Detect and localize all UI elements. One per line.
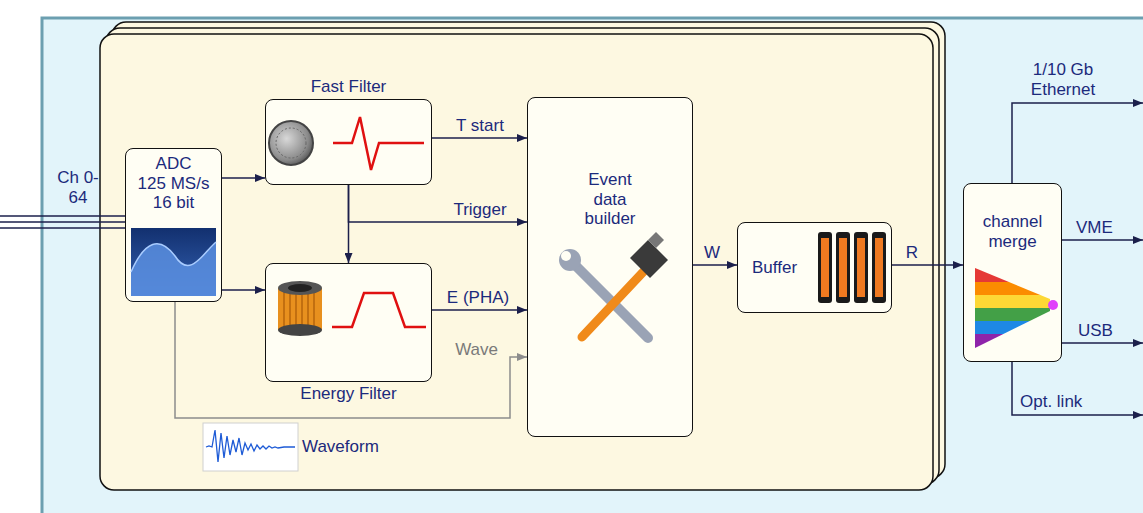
text-label: 1/10 Gb Ethernet [1022, 60, 1104, 99]
connector-arrow [349, 185, 528, 222]
stacked-card [106, 28, 939, 484]
text-label: Ch 0-64 [56, 168, 100, 207]
box-text: Buffer [752, 258, 797, 278]
waveform-thumbnail [203, 423, 298, 471]
connector-arrow [432, 309, 527, 311]
energy-filter-icon [278, 281, 426, 336]
signal-label: W [704, 243, 720, 263]
signal-label: E (PHA) [447, 288, 509, 308]
signal-label: T start [456, 116, 504, 136]
box-text: 125 MS/s 16 bit [138, 174, 210, 213]
connector-arrow [222, 289, 265, 291]
buffer-icon [818, 232, 886, 303]
connector-arrow [222, 177, 265, 179]
box-text: ADC [156, 154, 192, 174]
channel-card [100, 34, 933, 490]
text-label: Opt. link [1020, 392, 1082, 412]
connector-arrow [348, 185, 350, 263]
process-box: channel merge [963, 183, 1062, 362]
box-text: channel merge [977, 212, 1049, 251]
process-box: Buffer [737, 222, 892, 313]
process-box: Fast Filter [265, 99, 432, 185]
signal-label: R [906, 243, 918, 263]
panel-ground [42, 18, 1143, 513]
text-label: Waveform [302, 437, 379, 457]
process-box: ADC125 MS/s 16 bit [125, 148, 222, 302]
adc-waveform-icon [131, 228, 216, 296]
text-label: USB [1078, 321, 1113, 341]
funnel-icon [975, 268, 1058, 348]
signal-label: Trigger [453, 200, 506, 220]
connector-arrow [892, 264, 963, 266]
process-box: Event data builder [527, 97, 693, 437]
connector-arrow [693, 264, 737, 266]
box-heading: Fast Filter [266, 74, 431, 100]
box-text: Event data builder [580, 170, 640, 229]
connector-arrow [432, 137, 527, 139]
signal-label: Wave [455, 340, 498, 360]
tools-icon [559, 232, 668, 338]
process-box: Energy Filter [265, 263, 432, 382]
fast-filter-icon [269, 117, 424, 170]
input-wires [0, 216, 125, 228]
text-label: VME [1076, 218, 1113, 238]
connector-arrow [175, 302, 527, 418]
stacked-card [112, 22, 945, 478]
box-heading: Energy Filter [266, 381, 431, 407]
